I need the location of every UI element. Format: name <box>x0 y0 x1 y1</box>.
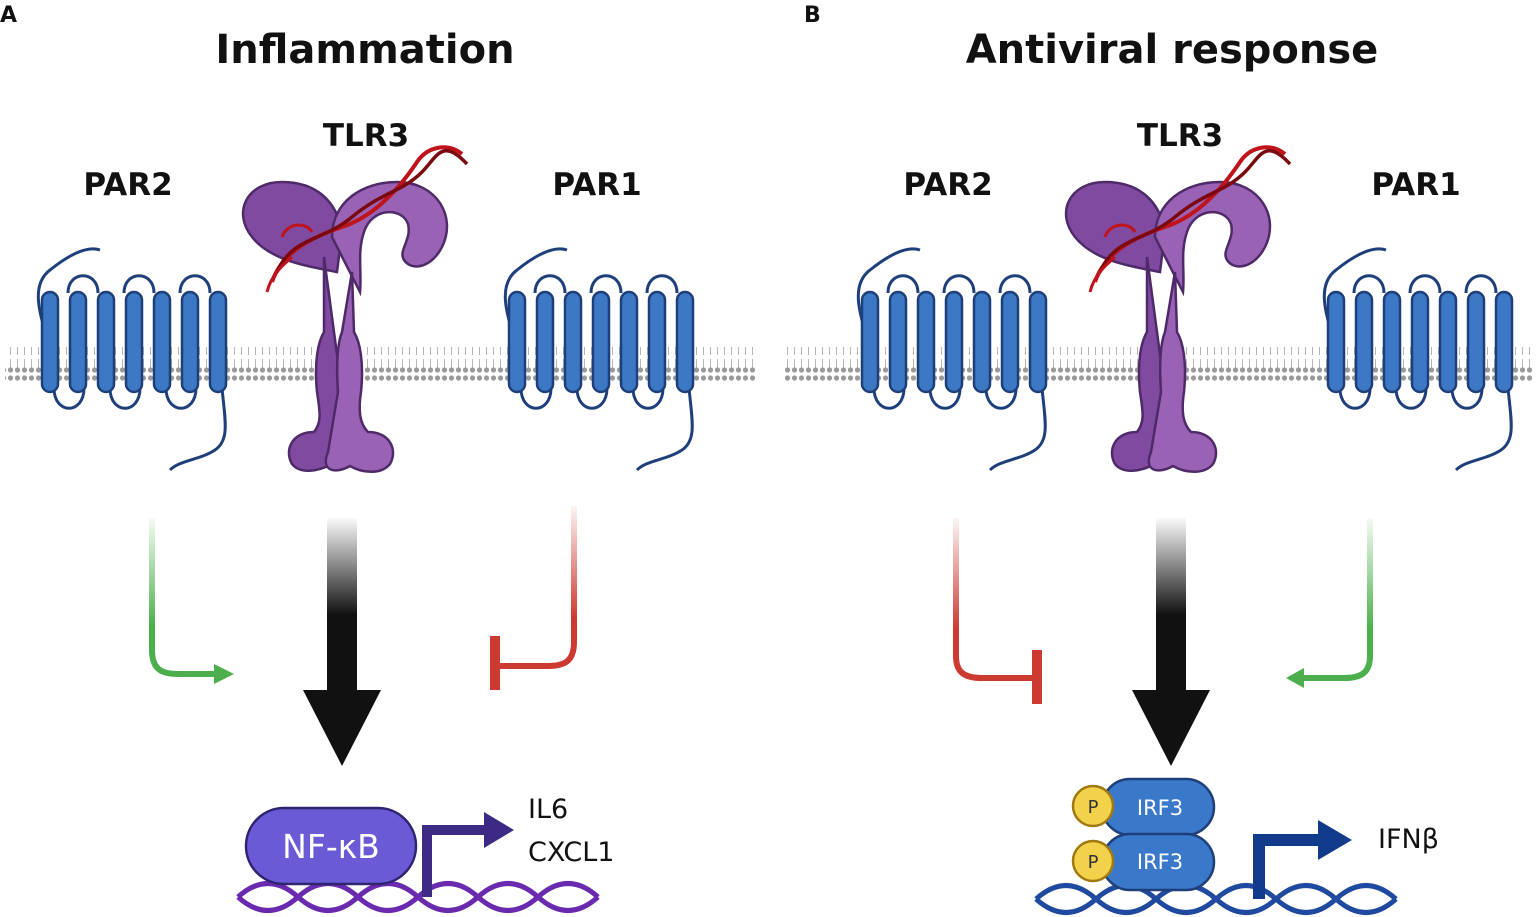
panel-title-a: Inflammation <box>215 27 514 73</box>
panel-letter-b: B <box>804 3 821 28</box>
label-par1-b: PAR1 <box>1371 167 1460 203</box>
label-tlr3-a: TLR3 <box>323 118 409 154</box>
transcription-arrow-a <box>422 812 514 897</box>
phospho-lower-label: P <box>1088 852 1099 873</box>
gene-cxcl1: CXCL1 <box>528 837 614 868</box>
phospho-upper-label: P <box>1088 797 1099 818</box>
panel-letter-a: A <box>0 3 17 28</box>
par1-activation-arrow-b <box>1286 518 1373 688</box>
panel-a: A Inflammation TLR3 PAR2 PAR1 NF-κB <box>0 3 695 911</box>
par2-activation-arrow-a <box>149 518 234 684</box>
par2-inhibition-arrow-b <box>953 518 1042 704</box>
membrane-left <box>5 347 755 381</box>
tlr3-receptor-b <box>1045 145 1292 474</box>
label-tlr3-b: TLR3 <box>1137 118 1223 154</box>
irf3-upper-label: IRF3 <box>1137 796 1183 820</box>
gene-il6: IL6 <box>528 794 568 825</box>
par1-inhibition-arrow-a <box>490 506 577 690</box>
tlr3-receptor-a <box>222 145 469 474</box>
panel-title-b: Antiviral response <box>966 27 1379 73</box>
label-par2-a: PAR2 <box>83 167 172 203</box>
dna-helix-b <box>1036 886 1396 913</box>
transcription-arrow-b <box>1253 820 1352 899</box>
nfkb-label: NF-κB <box>282 827 380 866</box>
nfkb-shape <box>244 806 418 886</box>
panel-b: B Antiviral response TLR3 PAR2 PAR1 IRF3… <box>804 3 1514 913</box>
phospho-lower-icon <box>1071 839 1115 883</box>
phospho-upper-icon <box>1071 784 1115 828</box>
dna-helix-a <box>238 884 598 911</box>
label-par1-a: PAR1 <box>552 167 641 203</box>
tlr3-activation-arrow-a <box>303 518 381 766</box>
irf3-lower-label: IRF3 <box>1137 850 1183 874</box>
label-par2-b: PAR2 <box>903 167 992 203</box>
gene-ifnb: IFNβ <box>1378 824 1439 855</box>
tlr3-activation-arrow-b <box>1132 518 1210 766</box>
